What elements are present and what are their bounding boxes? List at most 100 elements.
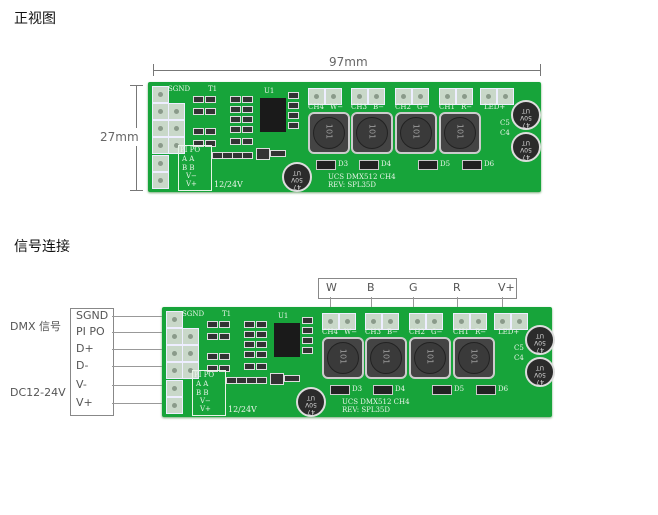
input-terminal-pad: [152, 103, 169, 120]
diode: [432, 385, 452, 395]
resistor: [244, 341, 255, 348]
diode-small: [284, 375, 300, 382]
silk-channel-polarity: W−: [344, 328, 358, 336]
silk-channel: CH2: [409, 328, 425, 336]
width-dimension-tick-left: [153, 64, 154, 76]
inductor-small: [270, 373, 284, 385]
resistor: [230, 106, 241, 113]
wire-line: [330, 297, 331, 316]
silk-vminus: V−: [186, 172, 197, 180]
silk-model: UCS DMX512 CH4: [342, 398, 410, 406]
channel-output-pad: [426, 313, 443, 330]
input-label: V-: [76, 378, 87, 391]
resistor: [244, 363, 255, 370]
channel-output-pad: [351, 88, 368, 105]
diode: [316, 160, 336, 170]
resistor: [193, 96, 204, 103]
resistor: [205, 140, 216, 147]
resistor: [288, 112, 299, 119]
height-dimension-tick-top: [130, 85, 143, 86]
diode-small: [270, 150, 286, 157]
silk-diode: D4: [381, 160, 392, 168]
signal-wiring-heading: 信号连接: [14, 239, 70, 255]
channel-output-pad: [470, 313, 487, 330]
dmx-signal-label: DMX 信号: [10, 320, 61, 333]
resistor: [230, 96, 241, 103]
silk-voltage: 12/24V: [228, 405, 257, 414]
capacitor-c5: 47 50V UT: [511, 100, 541, 130]
channel-output-pad: [322, 313, 339, 330]
input-terminal-pad: [166, 380, 183, 397]
channel-output-pad: [368, 88, 385, 105]
silk-diode: D3: [338, 160, 349, 168]
power-inductor: 101: [365, 337, 407, 379]
resistor: [207, 353, 218, 360]
resistor: [256, 363, 267, 370]
power-inductor: 101: [351, 112, 393, 154]
resistor: [242, 96, 253, 103]
silk-c5: C5: [500, 119, 510, 127]
silk-pi-po-box: [192, 370, 226, 416]
power-inductor: 101: [453, 337, 495, 379]
wire-line: [371, 297, 372, 316]
silk-channel-polarity: G−: [417, 103, 429, 111]
silk-revision: REV: SPL35D: [342, 406, 390, 414]
input-terminal-pad: [152, 155, 169, 172]
resistor: [288, 102, 299, 109]
silk-u1: U1: [278, 312, 289, 320]
height-dimension-label: 27mm: [100, 128, 139, 146]
resistor: [244, 321, 255, 328]
resistor: [302, 347, 313, 354]
width-dimension-label: 97mm: [326, 55, 371, 69]
silk-channel: CH2: [395, 103, 411, 111]
silk-channel: CH3: [351, 103, 367, 111]
silk-channel-polarity: W−: [330, 103, 344, 111]
channel-output-pad: [325, 88, 342, 105]
diode: [373, 385, 393, 395]
resistor: [193, 128, 204, 135]
diode: [418, 160, 438, 170]
channel-output-pad: [382, 313, 399, 330]
wire-line: [413, 297, 414, 316]
wire-line: [112, 385, 168, 386]
silk-t1: T1: [208, 85, 218, 93]
resistor: [230, 138, 241, 145]
channel-output-pad: [453, 313, 470, 330]
input-label: V+: [76, 396, 93, 409]
power-input-label: DC12-24V: [10, 386, 66, 399]
input-terminal-pad: [152, 172, 169, 189]
resistor: [207, 333, 218, 340]
silk-t1: T1: [222, 310, 232, 318]
resistor: [207, 365, 218, 372]
silk-led-plus: LED+: [484, 103, 506, 111]
input-terminal-pad: [182, 328, 199, 345]
channel-output-pad: [412, 88, 429, 105]
front-view-heading: 正视图: [14, 11, 56, 27]
resistor: [219, 333, 230, 340]
input-terminal-pad: [152, 137, 169, 154]
silk-vminus: V−: [200, 397, 211, 405]
silk-channel-polarity: R−: [475, 328, 487, 336]
silk-model: UCS DMX512 CH4: [328, 173, 396, 181]
resistor: [230, 116, 241, 123]
silk-channel-polarity: R−: [461, 103, 473, 111]
input-terminal-pad: [166, 328, 183, 345]
power-inductor: 101: [395, 112, 437, 154]
silk-channel-polarity: B−: [387, 328, 399, 336]
resistor: [242, 116, 253, 123]
wire-line: [112, 332, 168, 333]
resistor: [244, 331, 255, 338]
input-terminal-pad: [166, 397, 183, 414]
resistor: [242, 138, 253, 145]
silk-channel-polarity: G−: [431, 328, 443, 336]
silk-a: A A: [196, 380, 209, 388]
input-terminal-pad: [152, 120, 169, 137]
inductor-small: [256, 148, 270, 160]
power-inductor: 101: [322, 337, 364, 379]
silk-channel-polarity: B−: [373, 103, 385, 111]
input-terminal-pad: [182, 345, 199, 362]
channel-output-pad: [395, 88, 412, 105]
input-terminal-pad: [168, 120, 185, 137]
